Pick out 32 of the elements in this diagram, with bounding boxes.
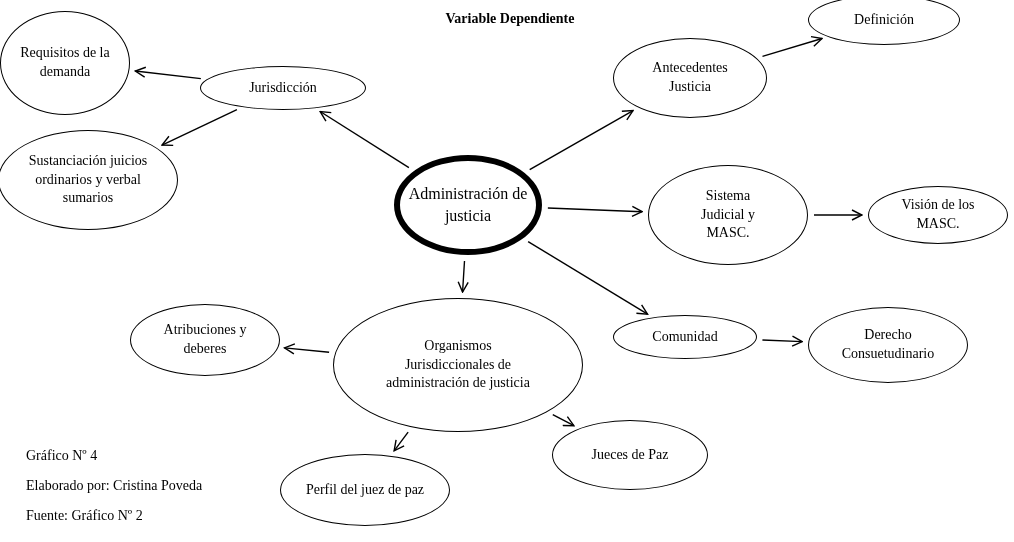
node-text: Jurisdicción	[248, 78, 318, 97]
arrow	[457, 260, 469, 293]
diagram-title: Variable Dependiente	[444, 11, 576, 27]
note-text: Elaborado por: Cristina Poveda	[26, 478, 203, 494]
node-text: Comunidad	[651, 327, 719, 346]
node-text: Definición	[853, 10, 915, 29]
node-text: Sustanciación juicios ordinarios y verbal sumarios	[27, 151, 149, 208]
arrow	[161, 109, 238, 147]
node-text: Perfil del juez de paz	[304, 480, 426, 499]
node-text: Atribuciones y deberes	[162, 321, 248, 358]
concept-ellipse	[808, 0, 960, 45]
arrow	[547, 205, 643, 217]
arrow	[761, 35, 823, 58]
arrow	[813, 209, 863, 221]
node-text: Antecedentes Justicia	[651, 59, 729, 96]
node-text: Jueces de Paz	[590, 445, 670, 464]
node-text: Sistema Judicial y MASC.	[699, 186, 756, 243]
note-text: Fuente: Gráfico Nº 2	[26, 508, 143, 524]
note-text: Gráfico Nº 4	[26, 448, 98, 464]
arrow	[134, 66, 202, 80]
arrow	[761, 335, 803, 347]
node-text: Derecho Consuetudinario	[840, 326, 936, 363]
arrow	[528, 109, 634, 171]
node-text: Requisitos de la demanda	[20, 44, 110, 81]
node-text: Organismos Jurisdiccionales de administración de justicia	[385, 336, 531, 393]
arrow	[527, 240, 649, 315]
arrow	[319, 110, 410, 169]
arrow	[393, 431, 409, 452]
node-text: Administración de justicia	[408, 184, 528, 227]
arrow	[283, 343, 330, 355]
node-text: Visión de los MASC.	[900, 196, 976, 233]
arrow	[552, 413, 575, 427]
